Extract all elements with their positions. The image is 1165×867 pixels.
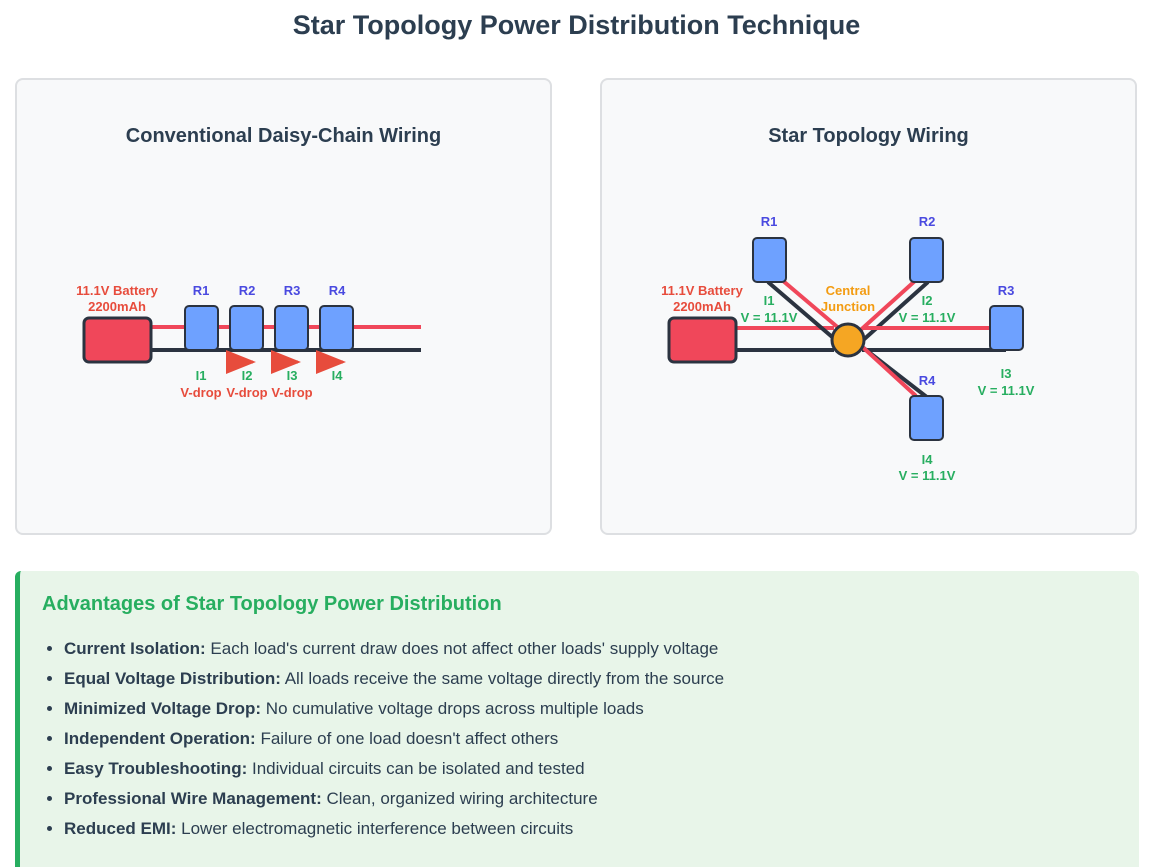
list-item: Independent Operation: Failure of one lo… <box>64 724 1139 754</box>
current-label: I2 <box>242 368 253 383</box>
battery-label: 11.1V Battery <box>661 283 743 298</box>
battery-label: 11.1V Battery <box>76 283 158 298</box>
advantage-text: Each load's current draw does not affect… <box>205 639 719 658</box>
load-label: R2 <box>239 283 256 298</box>
load-r3 <box>989 305 1024 351</box>
advantages-box: Advantages of Star Topology Power Distri… <box>15 571 1139 867</box>
advantage-term: Independent Operation: <box>64 729 256 748</box>
advantage-term: Easy Troubleshooting: <box>64 759 248 778</box>
star-positive-wire <box>855 340 918 398</box>
advantages-title: Advantages of Star Topology Power Distri… <box>42 593 502 615</box>
current-label: I4 <box>922 452 934 467</box>
current-label: I3 <box>287 368 298 383</box>
advantage-term: Reduced EMI: <box>64 819 177 838</box>
battery-capacity-label: 2200mAh <box>673 299 731 314</box>
daisy-chain-title: Conventional Daisy-Chain Wiring <box>125 125 442 147</box>
daisy-chain-diagram: 11.1V Battery 2200mAh R1 R2 R3 R4 I1 I2 … <box>76 283 421 400</box>
load-label: R1 <box>193 283 210 298</box>
advantage-text: All loads receive the same voltage direc… <box>280 669 725 688</box>
load-r1 <box>184 305 219 351</box>
voltage-label: V = 11.1V <box>899 468 956 483</box>
advantage-term: Equal Voltage Distribution: <box>64 669 281 688</box>
battery <box>667 316 738 364</box>
current-label: I4 <box>332 368 344 383</box>
load-r4 <box>319 305 354 351</box>
current-label: I1 <box>764 293 775 308</box>
voltage-drop-label: V-drop <box>226 385 267 400</box>
list-item: Reduced EMI: Lower electromagnetic inter… <box>64 814 1139 844</box>
load-label: R1 <box>761 214 778 229</box>
list-item: Minimized Voltage Drop: No cumulative vo… <box>64 694 1139 724</box>
current-label: I1 <box>196 368 207 383</box>
advantage-term: Professional Wire Management: <box>64 789 322 808</box>
current-label: I3 <box>1001 366 1012 381</box>
current-label: I2 <box>922 293 933 308</box>
page-title: Star Topology Power Distribution Techniq… <box>292 10 861 40</box>
junction-label: Junction <box>821 299 875 314</box>
star-ground-wire <box>859 280 930 344</box>
daisy-chain-panel: Conventional Daisy-Chain Wiring 11.1V Ba… <box>15 78 552 535</box>
load-r2 <box>229 305 264 351</box>
battery-capacity-label: 2200mAh <box>88 299 146 314</box>
star-ground-wire <box>766 280 840 344</box>
star-topology-panel: Star Topology Wiring 11.1V Battery 2200m… <box>600 78 1137 535</box>
load-r4 <box>909 395 944 441</box>
advantage-text: Clean, organized wiring architecture <box>321 789 598 808</box>
load-r3 <box>274 305 309 351</box>
advantage-text: Individual circuits can be isolated and … <box>247 759 585 778</box>
voltage-label: V = 11.1V <box>899 310 956 325</box>
central-junction <box>830 322 866 358</box>
voltage-label: V = 11.1V <box>741 310 798 325</box>
voltage-label: V = 11.1V <box>978 383 1035 398</box>
list-item: Equal Voltage Distribution: All loads re… <box>64 664 1139 694</box>
load-label: R4 <box>329 283 346 298</box>
load-label: R2 <box>919 214 936 229</box>
list-item: Easy Troubleshooting: Individual circuit… <box>64 754 1139 784</box>
advantage-text: No cumulative voltage drops across multi… <box>261 699 644 718</box>
load-label: R3 <box>998 283 1015 298</box>
advantage-term: Minimized Voltage Drop: <box>64 699 262 718</box>
load-r1 <box>752 237 787 283</box>
advantage-term: Current Isolation: <box>64 639 206 658</box>
voltage-drop-label: V-drop <box>271 385 312 400</box>
list-item: Current Isolation: Each load's current d… <box>64 634 1139 664</box>
advantages-list: Current Isolation: Each load's current d… <box>42 634 1139 844</box>
load-label: R3 <box>284 283 301 298</box>
advantage-text: Lower electromagnetic interference betwe… <box>176 819 574 838</box>
star-topology-title: Star Topology Wiring <box>768 125 969 147</box>
star-topology-diagram: 11.1V Battery 2200mAh Central Junction R… <box>661 214 1035 483</box>
load-r2 <box>909 237 944 283</box>
voltage-drop-label: V-drop <box>180 385 221 400</box>
battery <box>82 316 153 364</box>
list-item: Professional Wire Management: Clean, org… <box>64 784 1139 814</box>
load-label: R4 <box>919 373 936 388</box>
advantage-text: Failure of one load doesn't affect other… <box>255 729 559 748</box>
junction-label: Central <box>826 283 871 298</box>
